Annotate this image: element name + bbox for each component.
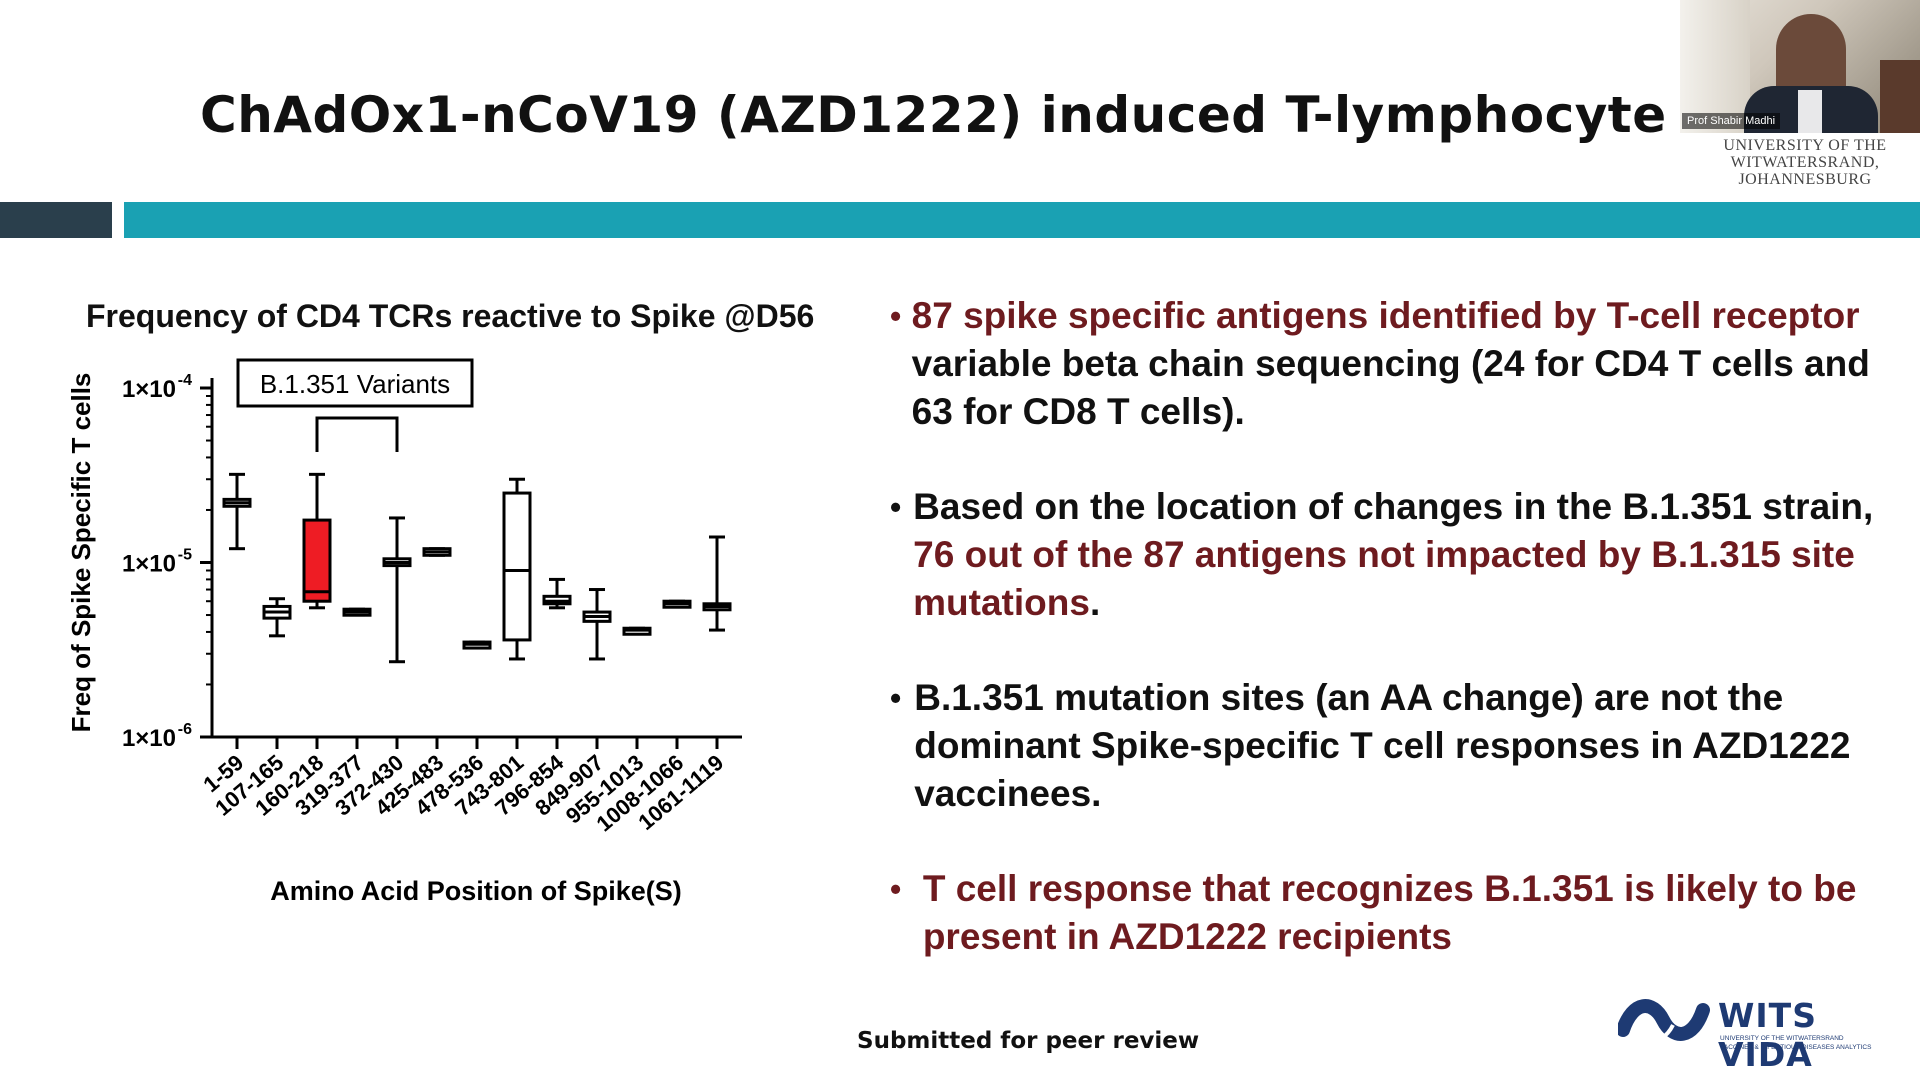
y-tick-label: 1×10 [122, 551, 176, 578]
video-background-furniture [1880, 60, 1920, 133]
bullet-item: • T cell response that recognizes B.1.351… [890, 865, 1890, 961]
y-tick-exponent: -4 [178, 372, 192, 389]
participant-name-label: Prof Shabir Madhi [1682, 113, 1781, 129]
y-tick-exponent: -6 [178, 721, 192, 738]
wits-vida-logo-icon [1618, 999, 1710, 1044]
participant-video-tile[interactable]: Prof Shabir Madhi [1680, 0, 1920, 133]
box-iqr [502, 491, 532, 642]
y-tick-label: 1×10 [122, 725, 176, 752]
y-tick-label: 1×10 [122, 376, 176, 403]
bullet-text: B.1.351 mutation sites (an AA change) ar… [914, 674, 1890, 818]
university-line-3: JOHANNESBURG [1738, 171, 1872, 188]
box-iqr [302, 518, 332, 603]
y-tick-exponent: -5 [178, 547, 192, 564]
bullet-list: •87 spike specific antigens identified b… [890, 292, 1890, 1008]
footer-note: Submitted for peer review [857, 1028, 1200, 1054]
chart-title: Frequency of CD4 TCRs reactive to Spike … [86, 298, 815, 334]
slide-title: ChAdOx1-nCoV19 (AZD1222) induced T-lymph… [200, 86, 1920, 144]
logo-subtitle-line-2: VACCINES & INFECTIOUS DISEASES ANALYTICS [1720, 1044, 1872, 1051]
bullet-text: 87 spike specific antigens identified by… [912, 292, 1890, 436]
video-background-curtain [1680, 0, 1750, 133]
variant-bracket [315, 416, 399, 452]
bullet-plain-text: . [1089, 582, 1101, 623]
header-band-teal [124, 202, 1920, 238]
bullet-item: • Based on the location of changes in the… [890, 483, 1890, 627]
bullet-highlight-text: 87 spike specific antigens identified by… [911, 295, 1860, 336]
variant-annotation-box [236, 358, 474, 408]
logo-name: WITS VIDA [1718, 996, 1817, 1074]
x-axis-label: Amino Acid Position of Spike(S) [270, 876, 682, 906]
bullet-text: Based on the location of changes in the … [913, 483, 1890, 627]
bullet-item: •87 spike specific antigens identified b… [890, 292, 1890, 436]
bullet-dot: • [890, 680, 902, 716]
bullet-dot: • [890, 489, 902, 525]
university-logo-text: UNIVERSITY OF THE WITWATERSRAND, JOHANNE… [1700, 137, 1910, 188]
bullet-plain-text: Based on the location of changes in the … [913, 486, 1874, 527]
bullet-dot: • [890, 298, 902, 334]
university-line-2: WITWATERSRAND, [1730, 154, 1880, 171]
bullet-dot: • [890, 871, 902, 907]
bullet-plain-text: variable beta chain sequencing (24 for C… [911, 343, 1870, 432]
variant-annotation-label: B.1.351 Variants [260, 369, 450, 399]
bullet-highlight-text: T cell response that recognizes B.1.351 … [922, 868, 1857, 957]
participant-shirt [1798, 90, 1822, 133]
logo-subtitle-line-1: UNIVERSITY OF THE WITWATERSRAND [1720, 1035, 1844, 1042]
bullet-highlight-text: 76 out of the 87 antigens not impacted b… [913, 534, 1855, 623]
bullet-text: T cell response that recognizes B.1.351 … [923, 865, 1890, 961]
bullet-item: • B.1.351 mutation sites (an AA change) a… [890, 674, 1890, 818]
logo-subtitle: UNIVERSITY OF THE WITWATERSRAND VACCINES… [1720, 1034, 1920, 1052]
university-line-1: UNIVERSITY OF THE [1723, 137, 1887, 154]
header-band-dark [0, 202, 112, 238]
y-axis-label: Freq of Spike Specific T cells [66, 373, 96, 733]
bullet-plain-text: B.1.351 mutation sites (an AA change) ar… [914, 677, 1851, 814]
